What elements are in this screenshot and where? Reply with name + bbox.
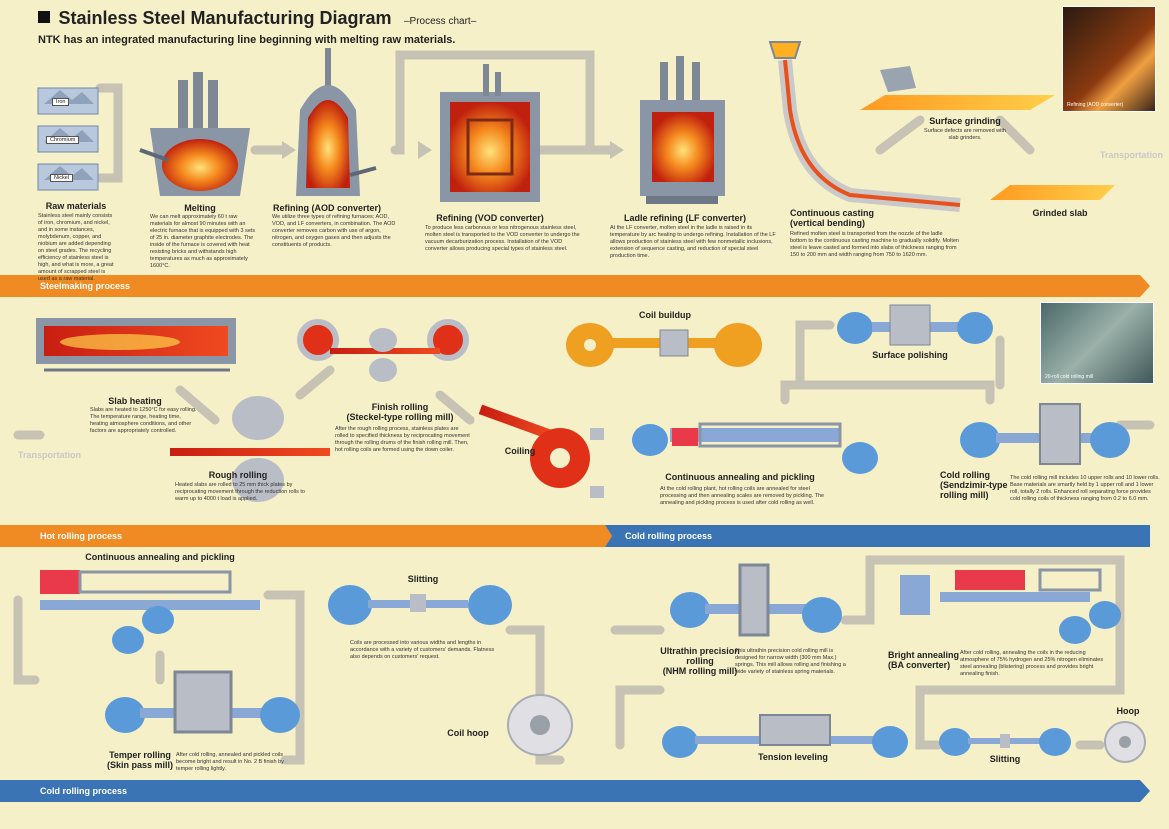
hot-rolling-band-shape: [0, 525, 612, 547]
vod-desc: To produce less carbonous or less nitrog…: [425, 225, 580, 252]
transport-label-hot: Transportation: [18, 450, 82, 460]
tension-leveling-graphic: [662, 714, 908, 758]
raw-item-chromium: Chromium: [46, 136, 80, 144]
page-header: Stainless Steel Manufacturing Diagram –P…: [38, 8, 476, 29]
cold-rolling-band-shape: [605, 525, 1150, 547]
aod-converter-photo: Refining (AOD converter): [1062, 6, 1156, 112]
melting-desc: We can melt approximately 60 t raw mater…: [150, 214, 256, 269]
sendzimir-label: Cold rolling (Sendzimir-type rolling mil…: [940, 470, 1008, 500]
title-bullet: [38, 11, 50, 23]
sendzimir-mill-graphic: [960, 403, 1130, 465]
rough-rolling-label: Rough rolling: [208, 470, 268, 480]
surface-grinding-label: Surface grinding: [929, 116, 1001, 126]
slab-heating-label: Slab heating: [108, 396, 162, 406]
slitting2-label: Slitting: [989, 754, 1021, 764]
cold-rolling-mill-photo: 20-roll cold rolling mill: [1040, 302, 1154, 384]
melting-label: Melting: [184, 203, 216, 213]
steelmaking-band-shape: [0, 275, 1150, 297]
aod-converter-graphic: [296, 48, 377, 196]
lf-desc: At the LF converter, molten steel in the…: [610, 225, 776, 259]
surface-polishing-label: Surface polishing: [872, 350, 948, 360]
bright-annealing-graphic: [900, 568, 1121, 644]
cap-line-row3-graphic: [40, 570, 260, 654]
ultrathin-desc: This ultrathin precision cold rolling mi…: [735, 648, 846, 675]
page-title: Stainless Steel Manufacturing Diagram: [58, 8, 392, 28]
raw-item-nickel: Nickel: [50, 174, 73, 182]
photo-caption: Refining (AOD converter): [1067, 102, 1124, 108]
hoop-label: Hoop: [1116, 706, 1140, 716]
finish-rolling-label: Finish rolling (Steckel-type rolling mil…: [346, 402, 454, 422]
finish-rolling-desc: After the rough rolling process, stainle…: [335, 426, 470, 453]
vod-converter-graphic: [440, 64, 540, 202]
lf-converter-graphic: [640, 56, 725, 204]
polishing-arrows: [780, 320, 1155, 430]
sendzimir-desc: The cold rolling mill includes 10 upper …: [1010, 475, 1160, 502]
cold-rolling-band-2: Cold rolling process: [40, 786, 128, 796]
coil-buildup-label: Coil buildup: [639, 310, 691, 320]
surface-grinding-graphic: [860, 66, 1055, 110]
cap-desc-row2: At the cold rolling plant, hot rolling c…: [660, 486, 825, 506]
slitting2-graphic: [939, 728, 1071, 756]
surface-grinding-desc: Surface defects are removed with slab gr…: [924, 128, 1006, 141]
raw-item-iron: Iron: [52, 98, 70, 106]
steelmaking-band: Steelmaking process: [40, 281, 131, 291]
page-subtitle: –Process chart–: [404, 16, 477, 27]
rough-rolling-desc: Heated slabs are rolled to 25 mm thick p…: [175, 482, 305, 502]
surface-polishing-graphic: [837, 304, 993, 346]
cold-rolling-band2-shape: [0, 780, 1150, 802]
hot-rolling-band: Hot rolling process: [40, 531, 123, 541]
vod-label: Refining (VOD converter): [436, 213, 544, 223]
intro-text: NTK has an integrated manufacturing line…: [38, 34, 456, 46]
coiling-label: Coiling: [504, 446, 536, 456]
finish-rolling-graphic: [297, 319, 469, 382]
slitting-graphic: [328, 585, 512, 625]
aod-desc: We utilize three types of refining furna…: [272, 214, 396, 248]
grinded-slab-graphic: [990, 185, 1115, 200]
cap-label-row3: Continuous annealing and pickling: [85, 552, 235, 562]
casting-desc: Refined molten steel is transported from…: [790, 231, 959, 258]
raw-materials-label: Raw materials: [45, 201, 107, 211]
bright-annealing-label: Bright annealing (BA converter): [888, 650, 960, 670]
aod-label: Refining (AOD converter): [272, 203, 381, 213]
slab-heating-furnace-graphic: [36, 318, 236, 372]
coiling-graphic: [478, 404, 604, 498]
raw-materials-desc: Stainless steel mainly consists of iron,…: [38, 213, 114, 282]
slitting-desc: Coils are processed into various widths …: [350, 640, 495, 660]
casting-label: Continuous casting (vertical bending): [790, 208, 874, 228]
tension-leveling-label: Tension leveling: [758, 752, 828, 762]
rough-rolling-graphic: [170, 396, 330, 502]
ultrathin-mill-graphic: [670, 563, 842, 637]
hoop-graphic: [1104, 721, 1146, 763]
grinded-slab-label: Grinded slab: [1032, 208, 1088, 218]
temper-rolling-label: Temper rolling (Skin pass mill): [106, 750, 174, 770]
hot-rolling-arrows: [13, 365, 475, 440]
lf-label: Ladle refining (LF converter): [623, 213, 746, 223]
coil-hoop-label: Coil hoop: [447, 728, 489, 738]
transport-label-steelmaking: Transportation: [1100, 150, 1164, 160]
coil-hoop-graphic: [507, 694, 573, 756]
bright-annealing-desc: After cold rolling, annealing the coils …: [960, 650, 1104, 677]
continuous-casting-graphic: [768, 41, 961, 212]
slitting-label: Slitting: [407, 574, 439, 584]
cold-rolling-band-1: Cold rolling process: [625, 531, 713, 541]
photo-caption: 20-roll cold rolling mill: [1045, 374, 1094, 380]
ultrathin-label: Ultrathin precision rolling (NHM rolling…: [660, 646, 740, 676]
temper-rolling-desc: After cold rolling, annealed and pickled…: [176, 752, 284, 772]
flow-arrows-steelmaking: [95, 50, 1035, 183]
melting-furnace-graphic: [139, 72, 250, 196]
slab-heating-desc: Slabs are heated to 1250°C for easy roll…: [90, 407, 197, 434]
cap-label-row2: Continuous annealing and pickling: [665, 472, 815, 482]
cap-line-row2-graphic: [632, 422, 878, 474]
coil-buildup-graphic: [566, 323, 762, 367]
arrow-heads-steelmaking: [282, 141, 624, 159]
temper-rolling-graphic: [105, 670, 300, 734]
